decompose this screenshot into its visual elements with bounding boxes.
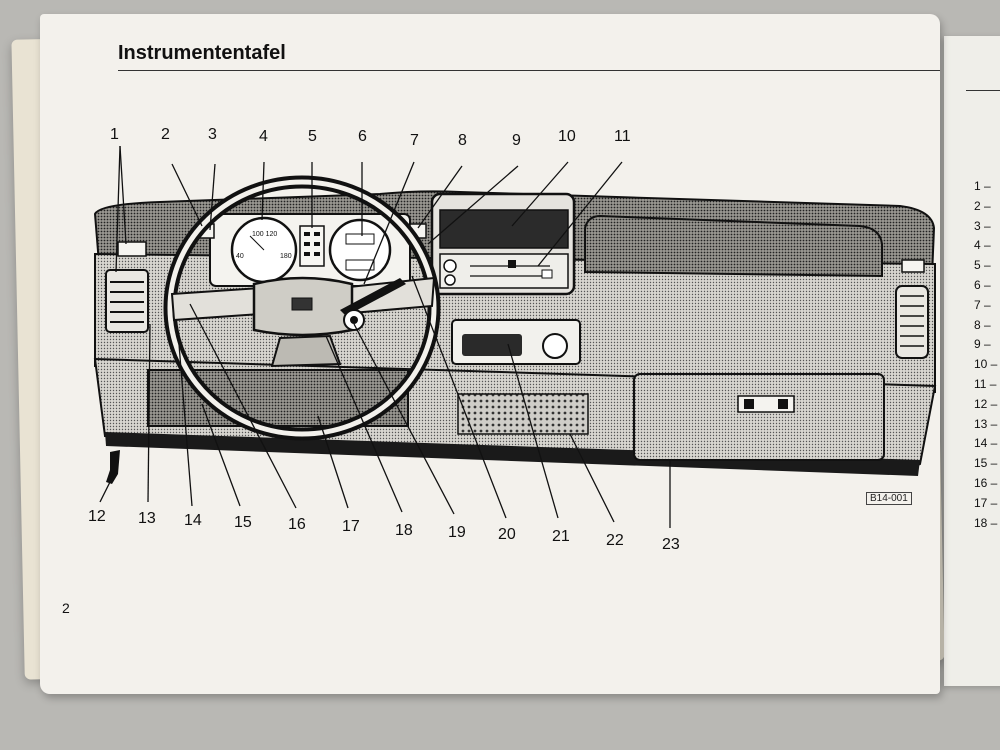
callout-5: 5 [308, 128, 317, 145]
figure-code: B14-001 [866, 492, 912, 505]
callout-6: 6 [358, 128, 367, 145]
passenger-shelf [584, 214, 883, 278]
dash-bottom-edge [105, 432, 920, 476]
callout-18: 18 [395, 522, 413, 539]
page-number: 2 [62, 600, 70, 616]
list-item: 6 – [974, 277, 991, 292]
list-item: 2 – [974, 198, 991, 213]
list-item: 13 – [974, 416, 998, 431]
callout-4: 4 [259, 128, 268, 145]
right-page: 1 – 2 – 3 – 4 – 5 – 6 – 7 – 8 – 9 – 10 –… [944, 36, 1000, 686]
callout-12: 12 [88, 508, 106, 525]
page-title: Instrumententafel [118, 42, 286, 64]
radio-slot [439, 209, 569, 249]
callout-21: 21 [552, 528, 570, 545]
callout-16: 16 [288, 516, 306, 533]
left-side-vent [117, 241, 147, 257]
svg-text:40: 40 [236, 253, 244, 260]
clock-gauge [328, 218, 392, 282]
list-item: 8 – [974, 317, 991, 332]
list-item: 12 – [974, 396, 998, 411]
list-item: 5 – [974, 258, 991, 273]
callout-8: 8 [458, 132, 467, 149]
right-page-list: 1 – 2 – 3 – 4 – 5 – 6 – 7 – 8 – 9 – 10 –… [974, 177, 997, 533]
callout-14: 14 [184, 512, 202, 529]
list-item: 10 – [974, 357, 998, 372]
callout-22: 22 [606, 532, 624, 549]
callout-15: 15 [234, 514, 252, 531]
callout-7: 7 [410, 132, 419, 149]
callout-23: 23 [662, 536, 680, 553]
glovebox [633, 373, 885, 461]
vw-emblem [291, 297, 313, 311]
list-item: 11 – [974, 376, 997, 391]
dashboard-illustration: 100 120 40 180 [93, 145, 937, 528]
callout-20: 20 [498, 526, 516, 543]
callout-13: 13 [138, 510, 156, 527]
manual-page: Instrumententafel [40, 14, 940, 694]
callout-3: 3 [208, 126, 217, 143]
callout-17: 17 [342, 518, 360, 535]
right-air-vent [895, 285, 929, 359]
list-item: 17 – [974, 495, 998, 510]
list-item: 3 – [974, 218, 991, 233]
list-item: 16 – [974, 475, 998, 490]
column-stalk [340, 278, 406, 316]
list-item: 14 – [974, 436, 998, 451]
list-item: 15 – [974, 456, 998, 471]
callout-9: 9 [512, 132, 521, 149]
list-item: 18 – [974, 515, 998, 530]
svg-text:100 120: 100 120 [252, 231, 277, 238]
steering-spoke-left [170, 286, 261, 322]
svg-text:180: 180 [280, 253, 292, 260]
callout-1: 1 [110, 126, 119, 143]
callout-leaders [99, 145, 671, 528]
speaker-grille [457, 393, 589, 435]
callout-19: 19 [448, 524, 466, 541]
callout-2: 2 [161, 126, 170, 143]
list-item: 9 – [974, 337, 991, 352]
hood-release [106, 450, 120, 484]
steering-column [270, 334, 342, 368]
warning-lights [299, 225, 325, 267]
list-item: 4 – [974, 238, 991, 253]
cassette-slot [462, 334, 522, 356]
callout-11: 11 [614, 128, 631, 145]
title-rule [118, 70, 940, 71]
radio-knob [542, 333, 568, 359]
right-page-rule [966, 90, 1000, 91]
list-item: 7 – [974, 297, 991, 312]
right-side-vent [901, 259, 925, 273]
list-item: 1 – [974, 179, 991, 193]
callout-10: 10 [558, 128, 576, 145]
